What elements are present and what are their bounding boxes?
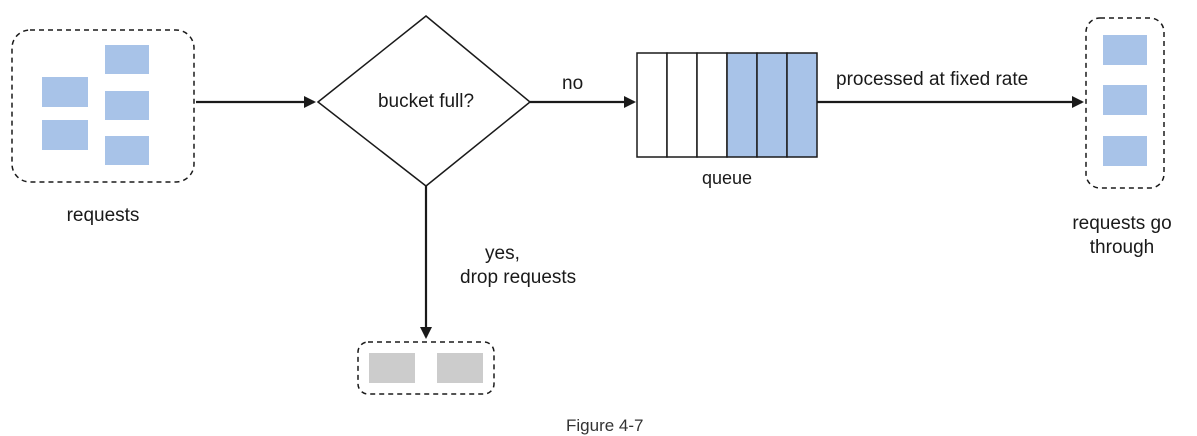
decision-label: bucket full? bbox=[377, 91, 475, 112]
queue-slot bbox=[696, 52, 728, 158]
queue-slot-filled bbox=[726, 52, 758, 158]
dropped-request-block bbox=[437, 353, 483, 383]
yes-label-line2: drop requests bbox=[460, 267, 577, 288]
queue-slot-filled bbox=[786, 52, 818, 158]
request-block bbox=[105, 45, 149, 74]
request-block bbox=[42, 77, 88, 107]
requests-label: requests bbox=[66, 205, 140, 226]
queue bbox=[636, 52, 818, 158]
request-block bbox=[1103, 136, 1147, 166]
incoming-request-blocks bbox=[42, 45, 149, 165]
dropped-request-blocks bbox=[369, 353, 483, 383]
passed-request-blocks bbox=[1103, 35, 1147, 166]
queue-slot-filled bbox=[756, 52, 788, 158]
dropped-request-block bbox=[369, 353, 415, 383]
no-label: no bbox=[562, 73, 584, 94]
figure-caption: Figure 4-7 bbox=[566, 416, 644, 435]
yes-label-line1: yes, bbox=[485, 243, 520, 264]
queue-label: queue bbox=[701, 168, 753, 188]
request-block bbox=[1103, 35, 1147, 65]
through-label-line2: through bbox=[1089, 237, 1155, 258]
request-block bbox=[105, 136, 149, 165]
dropped-requests-group bbox=[357, 341, 495, 395]
request-block bbox=[105, 91, 149, 120]
request-block bbox=[1103, 85, 1147, 115]
passed-requests-group bbox=[1085, 17, 1165, 189]
through-label-line1: requests go bbox=[1072, 213, 1172, 234]
processed-label: processed at fixed rate bbox=[836, 69, 1029, 90]
request-block bbox=[42, 120, 88, 150]
incoming-requests-group bbox=[11, 29, 195, 183]
queue-slot bbox=[666, 52, 698, 158]
queue-slot bbox=[636, 52, 668, 158]
